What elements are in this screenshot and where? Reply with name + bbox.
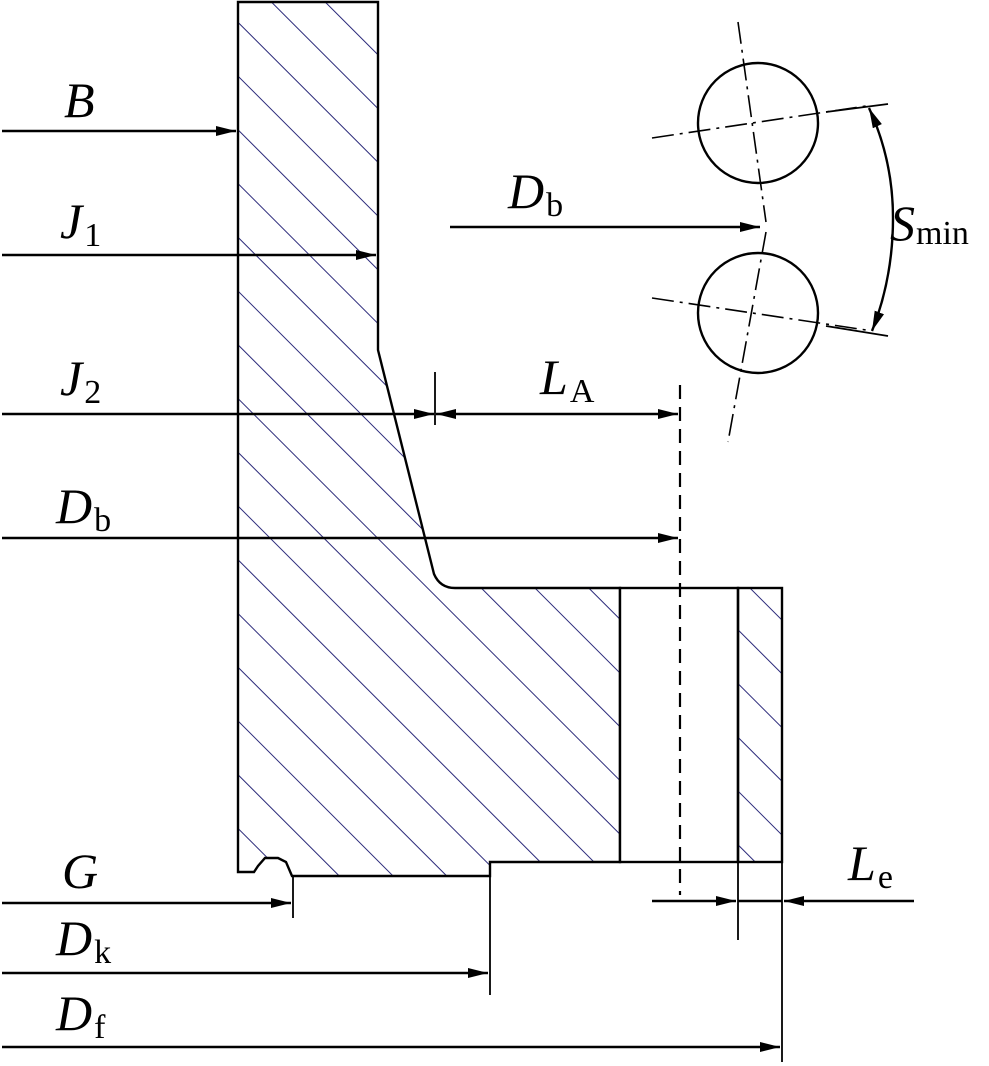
label-b: B [64, 72, 95, 128]
bolt-circle-top [651, 21, 867, 223]
smin-arc-arrow-down [870, 217, 895, 332]
bolt-circle-bottom [651, 231, 867, 443]
smin-extension-bottom [825, 325, 889, 337]
smin-extension-top [825, 103, 889, 113]
label-j1: J1 [60, 193, 101, 254]
label-dk: Dk [55, 910, 111, 971]
label-la: LA [539, 349, 595, 410]
flange-rim-hatched [736, 586, 784, 864]
label-g: G [62, 843, 98, 899]
smin-arc-arrow-up [867, 107, 895, 219]
label-j2: J2 [60, 350, 101, 411]
label-le: Le [847, 835, 893, 896]
label-smin: Smin [890, 195, 969, 252]
label-db-mid: Db [55, 478, 111, 539]
label-df: Df [55, 985, 106, 1046]
label-db-top: Db [507, 163, 563, 224]
flange-section-hatched [236, 0, 622, 878]
